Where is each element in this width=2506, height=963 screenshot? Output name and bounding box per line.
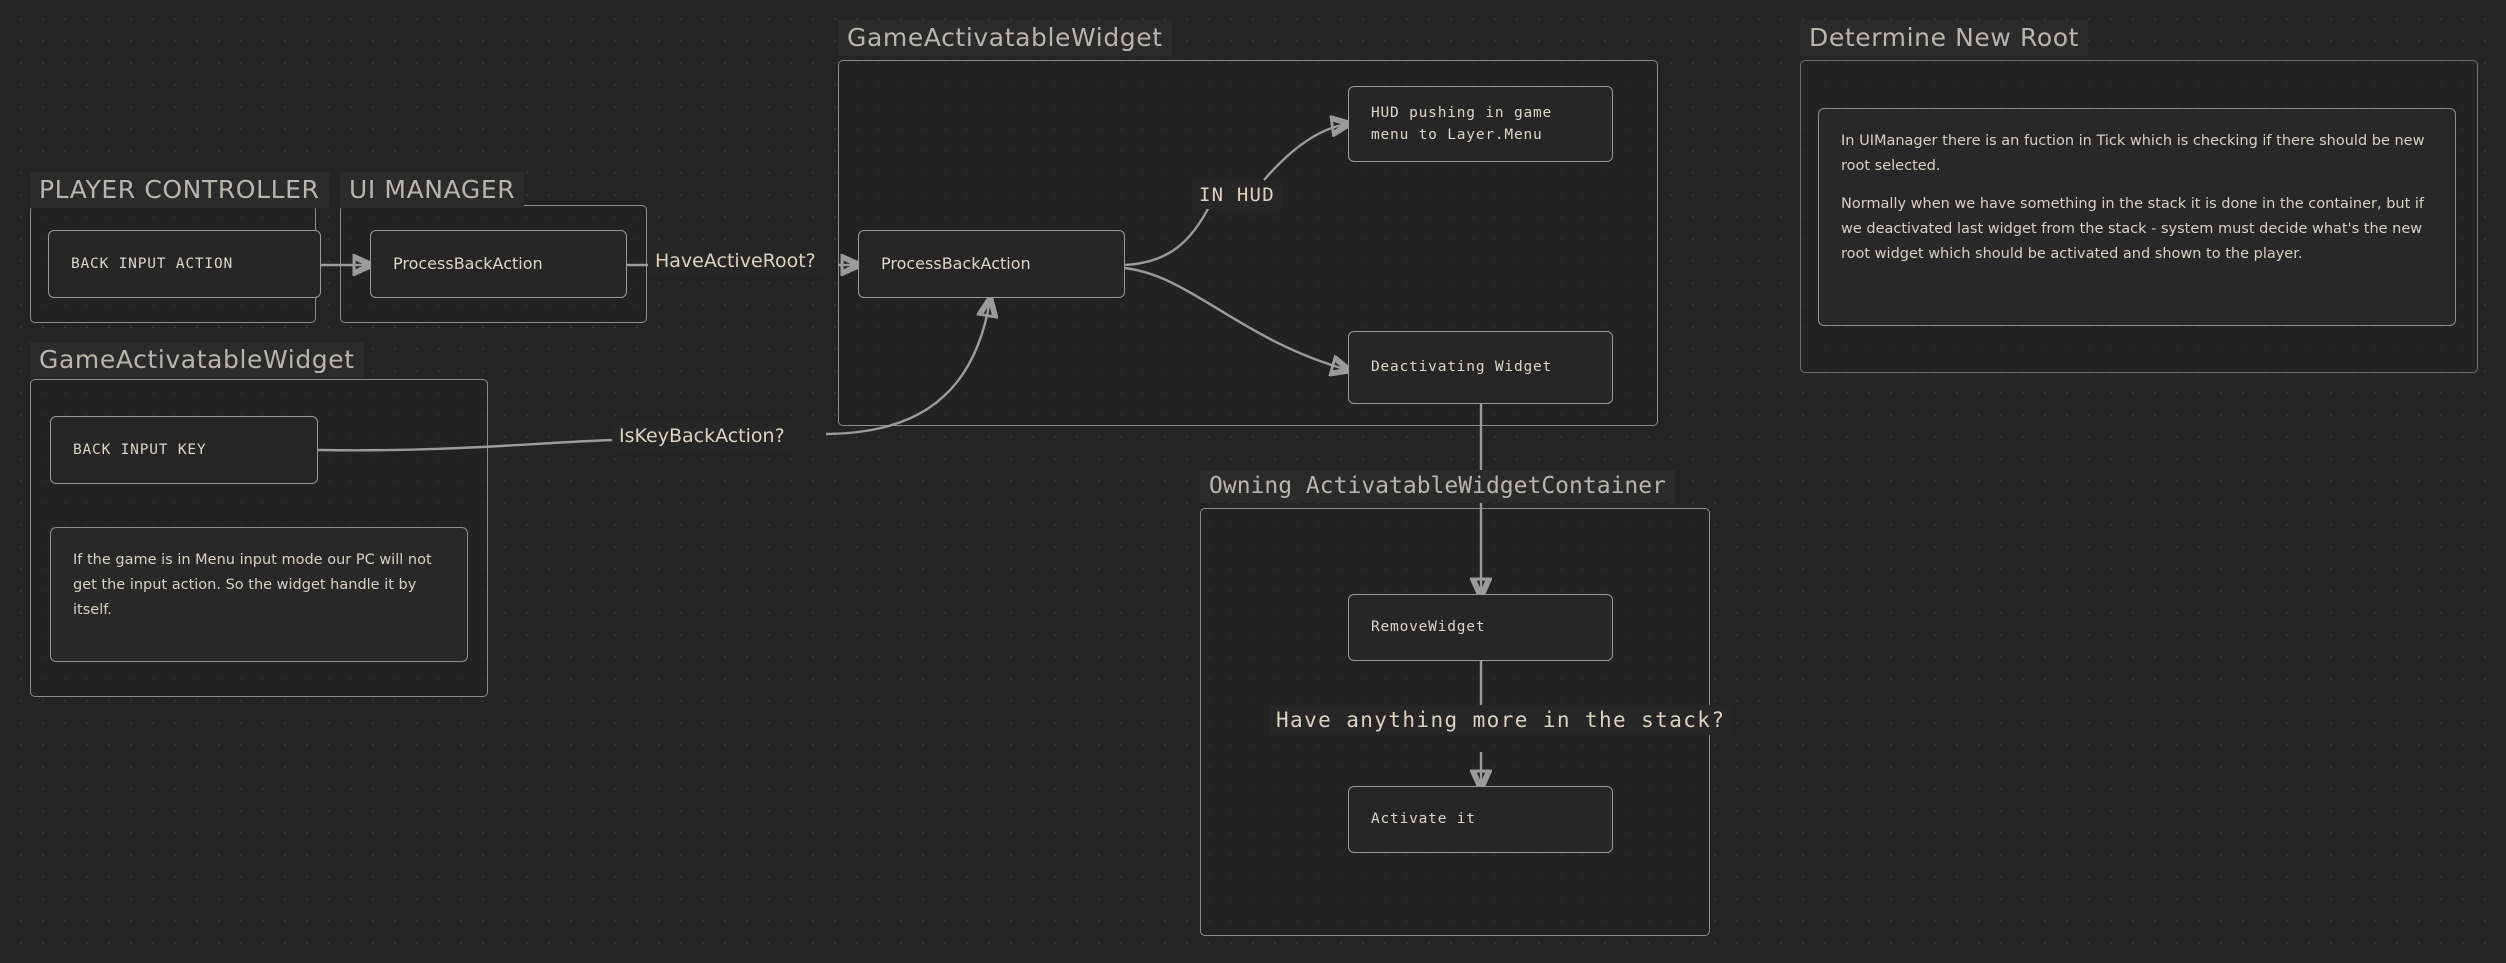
node-activate-it-label: Activate it xyxy=(1371,811,1476,828)
node-process-back-action-uimanager[interactable]: ProcessBackAction xyxy=(370,230,627,298)
node-process-back-action-widget-label: ProcessBackAction xyxy=(881,253,1031,273)
group-title-owning-container: Owning ActivatableWidgetContainer xyxy=(1200,470,1675,503)
node-remove-widget[interactable]: RemoveWidget xyxy=(1348,594,1613,661)
node-deactivating-widget-label: Deactivating Widget xyxy=(1371,359,1553,376)
note-menu-input-mode-p0: If the game is in Menu input mode our PC… xyxy=(73,552,432,618)
node-process-back-action-uimanager-label: ProcessBackAction xyxy=(393,253,543,273)
group-title-player-controller: PLAYER CONTROLLER xyxy=(30,172,329,208)
node-back-input-key[interactable]: BACK INPUT KEY xyxy=(50,416,318,484)
node-hud-pushing-label: HUD pushing in game menu to Layer.Menu xyxy=(1371,104,1553,143)
note-determine-new-root-p0: In UIManager there is an fuction in Tick… xyxy=(1841,133,2425,174)
group-title-ui-manager: UI MANAGER xyxy=(340,172,525,208)
node-hud-pushing[interactable]: HUD pushing in game menu to Layer.Menu xyxy=(1348,86,1613,162)
edge-label-is-key-back-action: IsKeyBackAction? xyxy=(612,422,792,450)
group-title-game-activatable-widget-mid: GameActivatableWidget xyxy=(838,20,1172,56)
edge-label-have-active-root: HaveActiveRoot? xyxy=(648,247,823,275)
note-menu-input-mode: If the game is in Menu input mode our PC… xyxy=(50,527,468,662)
note-determine-new-root: In UIManager there is an fuction in Tick… xyxy=(1818,108,2456,326)
node-remove-widget-label: RemoveWidget xyxy=(1371,619,1486,636)
group-title-determine-new-root: Determine New Root xyxy=(1800,20,2089,56)
edge-label-in-hud: IN HUD xyxy=(1192,181,1282,209)
group-title-game-activatable-widget-left: GameActivatableWidget xyxy=(30,342,364,378)
note-determine-new-root-p1: Normally when we have something in the s… xyxy=(1841,195,2425,262)
node-deactivating-widget[interactable]: Deactivating Widget xyxy=(1348,331,1613,404)
edge-label-have-anything-more: Have anything more in the stack? xyxy=(1269,705,1733,735)
node-activate-it[interactable]: Activate it xyxy=(1348,786,1613,853)
node-back-input-key-label: BACK INPUT KEY xyxy=(73,441,207,458)
node-back-input-action[interactable]: BACK INPUT ACTION xyxy=(48,230,321,298)
node-back-input-action-label: BACK INPUT ACTION xyxy=(71,255,234,272)
node-process-back-action-widget[interactable]: ProcessBackAction xyxy=(858,230,1125,298)
